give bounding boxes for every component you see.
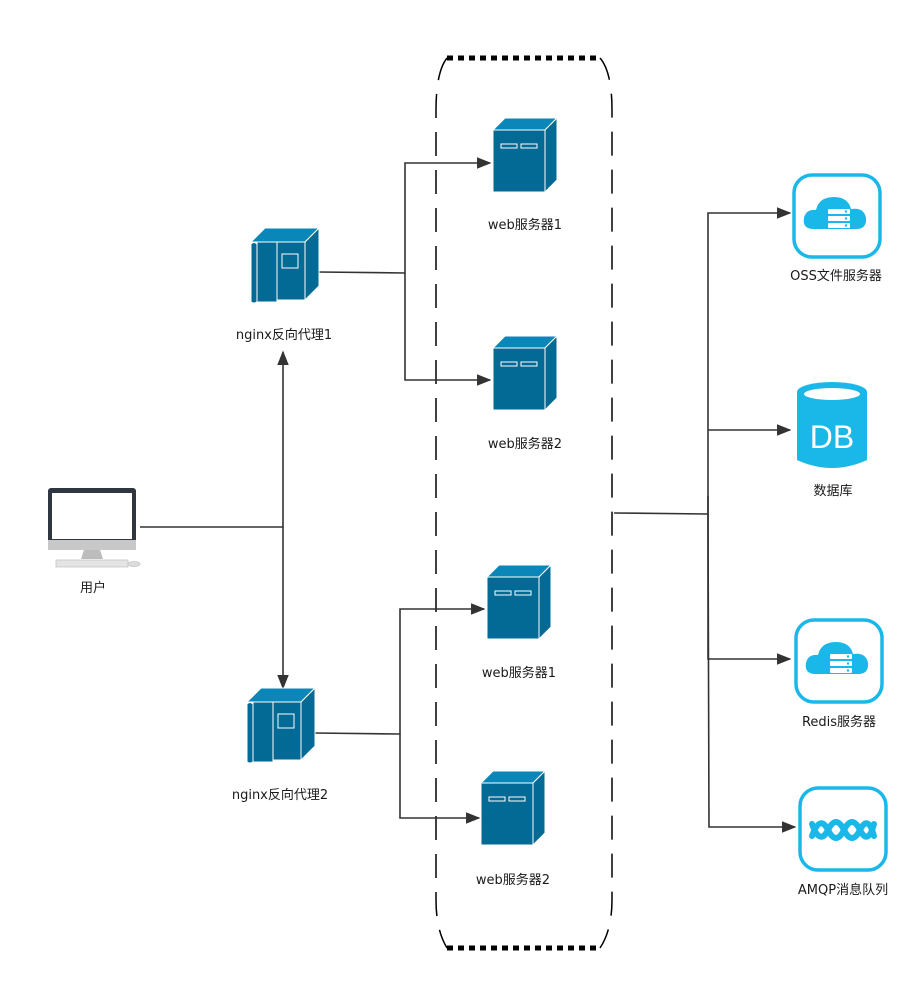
oss-cloud-icon[interactable] bbox=[792, 173, 882, 259]
edge-cluster-trunk bbox=[613, 512, 709, 515]
web1a-server-icon[interactable] bbox=[492, 117, 558, 193]
cluster-boundary bbox=[435, 55, 613, 951]
web1b-label: web服务器1 bbox=[481, 666, 557, 681]
web1b-server-icon[interactable] bbox=[486, 564, 552, 640]
web2a-label: web服务器2 bbox=[487, 437, 563, 452]
web1a-label: web服务器1 bbox=[487, 218, 563, 233]
edge-nginx1-web2a bbox=[404, 273, 492, 386]
web2b-label: web服务器2 bbox=[475, 873, 551, 888]
edge-nginx2-web2b bbox=[399, 734, 481, 824]
redis-label: Redis服务器 bbox=[801, 715, 877, 730]
amqp-queue-icon[interactable] bbox=[798, 786, 888, 872]
connectors bbox=[140, 157, 797, 833]
nginx2-label: nginx反向代理2 bbox=[231, 788, 329, 803]
nginx1-server-icon[interactable] bbox=[250, 227, 320, 304]
db-label: 数据库 bbox=[813, 484, 853, 499]
redis-cloud-icon[interactable] bbox=[794, 618, 884, 704]
database-icon-text: DB bbox=[810, 419, 854, 455]
web2a-server-icon[interactable] bbox=[492, 335, 558, 411]
monitor-icon[interactable] bbox=[48, 488, 141, 568]
nginx1-label: nginx反向代理1 bbox=[235, 328, 333, 343]
user-label: 用户 bbox=[79, 581, 107, 596]
edge-to-amqp bbox=[707, 513, 797, 833]
edge-to-oss bbox=[707, 207, 792, 514]
edge-to-redis bbox=[707, 496, 792, 665]
edge-nginx2-web1b bbox=[313, 603, 486, 735]
amqp-label: AMQP消息队列 bbox=[797, 883, 889, 898]
edge-user-nginx1 bbox=[140, 350, 289, 528]
edge-nginx1-web1a bbox=[317, 157, 492, 274]
oss-label: OSS文件服务器 bbox=[790, 269, 882, 284]
nginx2-server-icon[interactable] bbox=[246, 687, 316, 764]
web2b-server-icon[interactable] bbox=[480, 770, 546, 846]
database-icon[interactable]: DB bbox=[797, 382, 867, 468]
